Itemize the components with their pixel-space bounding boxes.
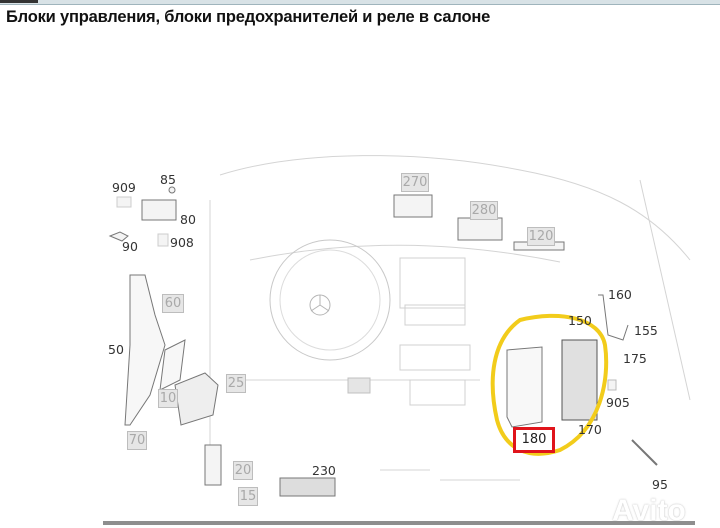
box-label-25: 25 — [226, 374, 246, 393]
label-170: 170 — [578, 422, 602, 437]
label-155: 155 — [634, 323, 658, 338]
label-85: 85 — [160, 172, 176, 187]
box-label-60: 60 — [162, 294, 184, 313]
label-90: 90 — [122, 239, 138, 254]
label-230: 230 — [312, 463, 336, 478]
top-tab — [0, 0, 38, 3]
box-label-280: 280 — [470, 201, 498, 220]
box-label-15: 15 — [238, 487, 258, 506]
highlight-circle — [490, 313, 609, 456]
box-label-120: 120 — [527, 227, 555, 246]
box-label-270: 270 — [401, 173, 429, 192]
box-label-10: 10 — [158, 389, 178, 408]
label-50: 50 — [108, 342, 124, 357]
label-95: 95 — [652, 477, 668, 492]
box-label-20: 20 — [233, 461, 253, 480]
bottom-border — [103, 521, 695, 525]
label-175: 175 — [623, 351, 647, 366]
label-150: 150 — [568, 313, 592, 328]
label-80: 80 — [180, 212, 196, 227]
label-909: 909 — [112, 180, 136, 195]
page-title: Блоки управления, блоки предохранителей … — [6, 8, 491, 26]
label-908: 908 — [170, 235, 194, 250]
label-160: 160 — [608, 287, 632, 302]
label-905: 905 — [606, 395, 630, 410]
highlighted-label-180: 180 — [513, 427, 555, 453]
top-border — [0, 0, 720, 5]
box-label-70: 70 — [127, 431, 147, 450]
